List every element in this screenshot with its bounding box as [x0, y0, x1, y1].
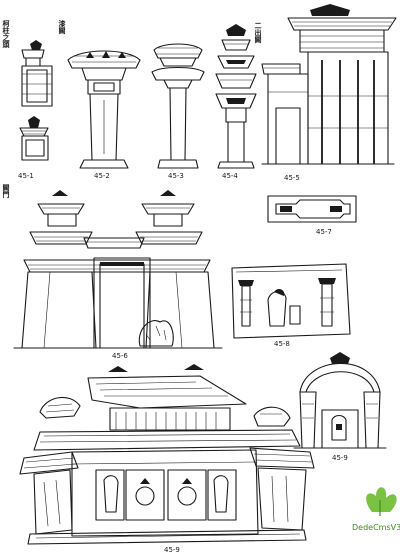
- figure-45-8: 45-8: [231, 263, 351, 348]
- figure-label-45-9b: 45-9: [164, 546, 180, 554]
- figure-45-1: 柯柱之頭 45-1: [2, 19, 53, 180]
- figure-45-3: 45-3: [151, 43, 205, 180]
- figure-label-45-9: 45-9: [332, 454, 348, 462]
- figure-label-45-3: 45-3: [168, 172, 184, 180]
- caption-group-3: 二出闕: [254, 22, 262, 44]
- figure-label-45-5: 45-5: [284, 174, 300, 182]
- watermark-text: DedeCmsV3: [352, 523, 400, 532]
- figure-label-45-8: 45-8: [274, 340, 290, 348]
- caption-group-4: 闕門: [2, 183, 10, 199]
- figure-label-45-4: 45-4: [222, 172, 238, 180]
- caption-group-1: 柯柱之頭: [2, 19, 11, 49]
- figure-45-7: 45-7: [267, 195, 357, 236]
- figure-label-45-1: 45-1: [18, 172, 34, 180]
- dedecms-watermark-logo: DedeCmsV3: [352, 487, 400, 532]
- figure-45-4: 45-4: [215, 24, 257, 180]
- figure-label-45-6: 45-6: [112, 352, 128, 360]
- figure-45-2: 漆闕 45-2: [58, 19, 141, 180]
- figure-pavilion: 45-9: [19, 364, 315, 554]
- figure-45-9: 45-9: [293, 352, 387, 462]
- caption-group-2: 漆闕: [58, 19, 66, 35]
- figure-45-6: 闕門 45-6: [2, 183, 223, 360]
- figure-label-45-7: 45-7: [316, 228, 332, 236]
- figure-label-45-2: 45-2: [94, 172, 110, 180]
- figure-45-5: 二出闕 45-5: [254, 4, 397, 182]
